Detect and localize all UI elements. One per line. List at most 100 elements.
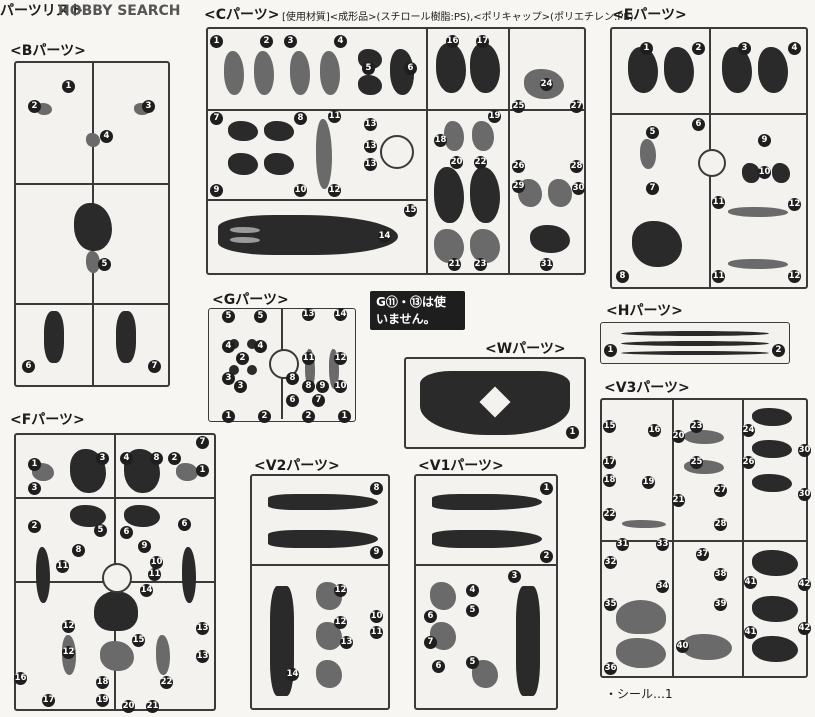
- part-number: 33: [656, 538, 669, 551]
- part-number: 7: [312, 394, 325, 407]
- part-number: 1: [210, 35, 223, 48]
- part-number: 9: [210, 184, 223, 197]
- part-number: 2: [772, 344, 785, 357]
- part-number: 4: [788, 42, 801, 55]
- section-label-v2: <V2パーツ>: [254, 458, 340, 474]
- part-number: 7: [148, 360, 161, 373]
- part-number: 5: [222, 310, 235, 323]
- part-number: 3: [96, 452, 109, 465]
- part-number: 2: [28, 100, 41, 113]
- part-number: 18: [96, 676, 109, 689]
- part-number: 23: [474, 258, 487, 271]
- section-label-g: <Gパーツ>: [212, 292, 289, 308]
- part-number: 1: [566, 426, 579, 439]
- materials-note: [使用材質]<成形品>(スチロール樹脂:PS),<ポリキャップ>(ポリエチレン:…: [282, 12, 634, 23]
- part-number: 13: [364, 158, 377, 171]
- section-label-e: <Eパーツ>: [612, 7, 687, 23]
- part-number: 30: [798, 444, 811, 457]
- part-number: 21: [448, 258, 461, 271]
- part-number: 6: [424, 610, 437, 623]
- page-title: パーツリスト: [0, 3, 84, 19]
- part-number: 3: [28, 482, 41, 495]
- part-number: 39: [714, 598, 727, 611]
- part-number: 32: [604, 556, 617, 569]
- part-number: 31: [616, 538, 629, 551]
- section-label-c: <Cパーツ>: [204, 7, 280, 23]
- part-number: 18: [434, 134, 447, 147]
- part-number: 7: [196, 436, 209, 449]
- part-number: 20: [122, 700, 135, 713]
- part-number: 11: [148, 568, 161, 581]
- part-number: 20: [672, 430, 685, 443]
- part-number: 5: [466, 604, 479, 617]
- part-number: 1: [540, 482, 553, 495]
- part-number: 12: [788, 270, 801, 283]
- part-number: 21: [672, 494, 685, 507]
- part-number: 1: [222, 410, 235, 423]
- part-number: 2: [540, 550, 553, 563]
- part-number: 13: [364, 118, 377, 131]
- part-number: 10: [150, 556, 163, 569]
- part-number: 11: [302, 352, 315, 365]
- part-number: 11: [328, 110, 341, 123]
- part-number: 26: [742, 456, 755, 469]
- part-number: 22: [603, 508, 616, 521]
- part-number: 2: [28, 520, 41, 533]
- part-number: 4: [100, 130, 113, 143]
- runner-v2: [250, 474, 390, 710]
- part-number: 10: [758, 166, 771, 179]
- part-number: 2: [260, 35, 273, 48]
- part-number: 6: [120, 526, 133, 539]
- runner-b: [14, 61, 170, 387]
- part-number: 15: [603, 420, 616, 433]
- part-number: 29: [512, 180, 525, 193]
- runner-w: [404, 357, 586, 449]
- unused-parts-note: G⑪・⑬は使 いません。: [370, 291, 465, 330]
- watermark: HOBBY SEARCH: [58, 3, 181, 19]
- part-number: 8: [150, 452, 163, 465]
- part-number: 16: [14, 672, 27, 685]
- runner-c: [206, 27, 586, 275]
- part-number: 1: [640, 42, 653, 55]
- part-number: 16: [446, 35, 459, 48]
- part-number: 6: [692, 118, 705, 131]
- part-number: 9: [758, 134, 771, 147]
- part-number: 42: [798, 622, 811, 635]
- part-number: 4: [334, 35, 347, 48]
- part-number: 41: [744, 626, 757, 639]
- part-number: 11: [56, 560, 69, 573]
- part-number: 13: [340, 636, 353, 649]
- part-number: 6: [404, 62, 417, 75]
- part-number: 7: [424, 636, 437, 649]
- part-number: 1: [196, 464, 209, 477]
- part-number: 19: [488, 110, 501, 123]
- part-number: 10: [334, 380, 347, 393]
- unused-parts-note-line2: いません。: [376, 312, 436, 326]
- part-number: 7: [646, 182, 659, 195]
- part-number: 12: [334, 352, 347, 365]
- part-number: 3: [284, 35, 297, 48]
- runner-v1: [414, 474, 558, 710]
- part-number: 3: [234, 380, 247, 393]
- part-number: 2: [168, 452, 181, 465]
- part-number: 24: [742, 424, 755, 437]
- part-number: 14: [334, 308, 347, 321]
- runner-f: [14, 433, 216, 711]
- part-number: 18: [603, 474, 616, 487]
- part-number: 5: [646, 126, 659, 139]
- part-number: 6: [178, 518, 191, 531]
- section-label-v1: <V1パーツ>: [418, 458, 504, 474]
- part-number: 30: [572, 182, 585, 195]
- part-number: 4: [222, 340, 235, 353]
- part-number: 5: [94, 524, 107, 537]
- part-number: 2: [236, 352, 249, 365]
- part-number: 12: [334, 616, 347, 629]
- part-number: 1: [604, 344, 617, 357]
- part-number: 4: [254, 340, 267, 353]
- part-number: 12: [62, 646, 75, 659]
- section-label-v3: <V3パーツ>: [604, 380, 690, 396]
- part-number: 11: [712, 270, 725, 283]
- part-number: 1: [338, 410, 351, 423]
- section-label-b: <Bパーツ>: [10, 43, 86, 59]
- part-number: 23: [690, 420, 703, 433]
